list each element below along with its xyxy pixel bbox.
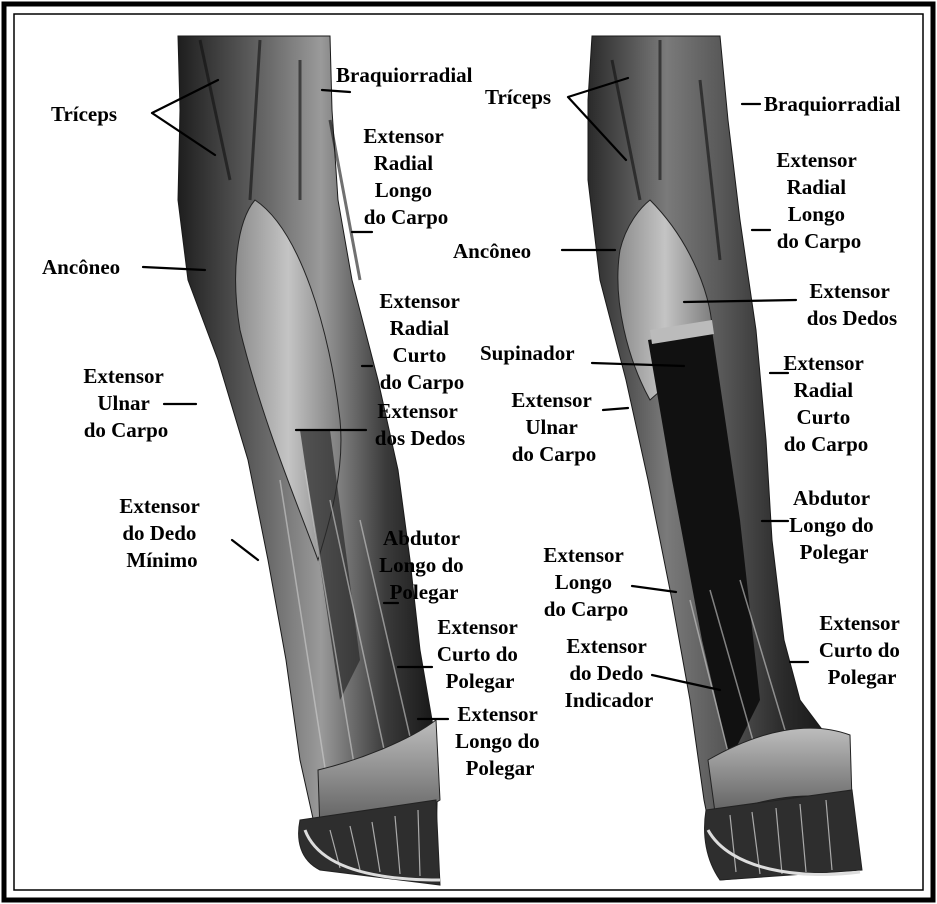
label-right-ext-radial-curto: Extensor Radial Curto do Carpo [783, 351, 868, 456]
label-left-ext-dedo-minimo: Extensor do Dedo Mínimo [119, 494, 204, 572]
label-right-anconeo: Ancôneo [453, 239, 531, 263]
label-left-anconeo: Ancôneo [42, 255, 120, 279]
label-right-supinador: Supinador [480, 341, 575, 365]
label-right-ext-dedo-indicador: Extensor do Dedo Indicador [565, 634, 654, 712]
label-left-triceps: Tríceps [51, 102, 117, 126]
label-right-ext-radial-longo: Extensor Radial Longo do Carpo [776, 148, 861, 253]
label-right-abdutor: Abdutor Longo do Polegar [789, 486, 879, 564]
label-left-braquiorradial: Braquiorradial [336, 63, 473, 87]
label-left-abdutor: Abdutor Longo do Polegar [379, 526, 469, 604]
label-left-ext-ulnar: Extensor Ulnar do Carpo [83, 364, 168, 442]
label-left-ext-radial-curto: Extensor Radial Curto do Carpo [379, 289, 464, 394]
label-left-ext-longo-polegar: Extensor Longo do Polegar [455, 702, 545, 780]
label-right-ext-longo-carpo: Extensor Longo do Carpo [543, 543, 628, 621]
label-left-ext-radial-longo: Extensor Radial Longo do Carpo [363, 124, 448, 229]
label-right-triceps: Tríceps [485, 85, 551, 109]
label-right-ext-curto-polegar: Extensor Curto do Polegar [819, 611, 905, 689]
label-left-ext-curto-polegar: Extensor Curto do Polegar [437, 615, 523, 693]
label-right-ext-dedos: Extensor dos Dedos [807, 279, 897, 330]
label-right-ext-ulnar: Extensor Ulnar do Carpo [511, 388, 596, 466]
label-right-braquiorradial: Braquiorradial [764, 92, 901, 116]
